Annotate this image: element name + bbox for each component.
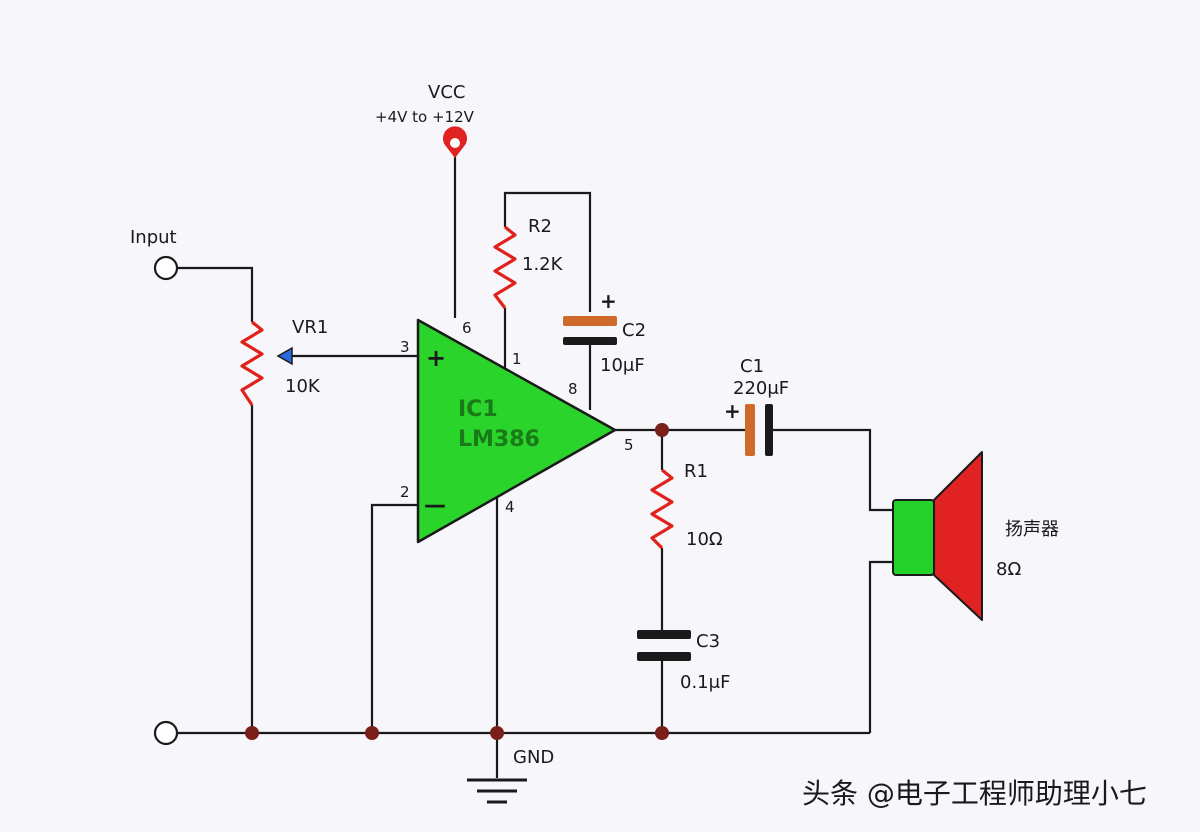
c2-plate-positive xyxy=(563,316,617,326)
c2-plate-negative xyxy=(563,337,617,345)
c2-name: C2 xyxy=(622,320,646,341)
c1-name: C1 xyxy=(740,356,764,377)
r1-resistor xyxy=(650,468,674,550)
input-label: Input xyxy=(130,227,177,248)
c1-plate-positive xyxy=(745,404,755,456)
wire-pin2-to-ground xyxy=(370,503,418,733)
speaker-impedance: 8Ω xyxy=(996,559,1021,580)
vcc-terminal[interactable] xyxy=(443,126,468,158)
vr1-name: VR1 xyxy=(292,317,328,338)
node-ground-pin4 xyxy=(490,726,504,740)
vr1-resistor xyxy=(240,320,264,406)
node-ground-c3 xyxy=(655,726,669,740)
gnd-label: GND xyxy=(513,747,554,768)
pin-4-label: 4 xyxy=(505,498,515,516)
vcc-range: +4V to +12V xyxy=(375,108,475,126)
r2-value: 1.2K xyxy=(522,254,564,275)
ic1-part: LM386 xyxy=(458,427,540,452)
node-ground-vr1 xyxy=(245,726,259,740)
wire-speaker-return xyxy=(868,560,893,733)
pin-1-label: 1 xyxy=(512,350,522,368)
r2-name: R2 xyxy=(528,216,552,237)
c3-value: 0.1μF xyxy=(680,672,730,693)
junctions xyxy=(245,423,669,740)
pin-8-label: 8 xyxy=(568,380,578,398)
ground-terminal[interactable] xyxy=(153,720,179,746)
c2-polarity: + xyxy=(600,289,617,313)
watermark-text: 头条 @电子工程师助理小七 xyxy=(802,777,1147,810)
pin-6-label: 6 xyxy=(462,319,472,337)
ic1-opamp xyxy=(416,318,617,544)
wires xyxy=(178,155,893,778)
input-terminal[interactable] xyxy=(153,255,179,281)
vr1-wiper-arrow xyxy=(276,346,293,366)
pin-2-label: 2 xyxy=(400,483,410,501)
r1-value: 10Ω xyxy=(686,529,723,550)
speaker-body xyxy=(892,499,935,576)
c3-plate-bottom xyxy=(637,652,691,661)
node-output xyxy=(655,423,669,437)
c3-plate-top xyxy=(637,630,691,639)
pin-5-label: 5 xyxy=(624,436,634,454)
ic1-minus-sign: — xyxy=(424,493,446,518)
ic1-plus-sign: + xyxy=(426,344,446,372)
c1-polarity: + xyxy=(724,399,741,423)
speaker-name: 扬声器 xyxy=(1005,519,1059,540)
wire-input-to-pot xyxy=(178,266,254,322)
ground-symbol xyxy=(467,778,527,804)
ic1-name: IC1 xyxy=(458,397,498,422)
vr1-value: 10K xyxy=(285,376,321,397)
c2-value: 10μF xyxy=(600,355,645,376)
speaker-cone xyxy=(933,451,983,621)
r1-name: R1 xyxy=(684,461,708,482)
node-ground-pin2 xyxy=(365,726,379,740)
pin-3-label: 3 xyxy=(400,338,410,356)
c1-value: 220μF xyxy=(733,378,789,399)
r2-resistor xyxy=(493,225,517,309)
c1-plate-negative xyxy=(765,404,773,456)
wire-c1-to-speaker xyxy=(770,428,893,512)
c3-name: C3 xyxy=(696,631,720,652)
vcc-name: VCC xyxy=(428,82,465,103)
wire-r2-top xyxy=(503,191,592,312)
